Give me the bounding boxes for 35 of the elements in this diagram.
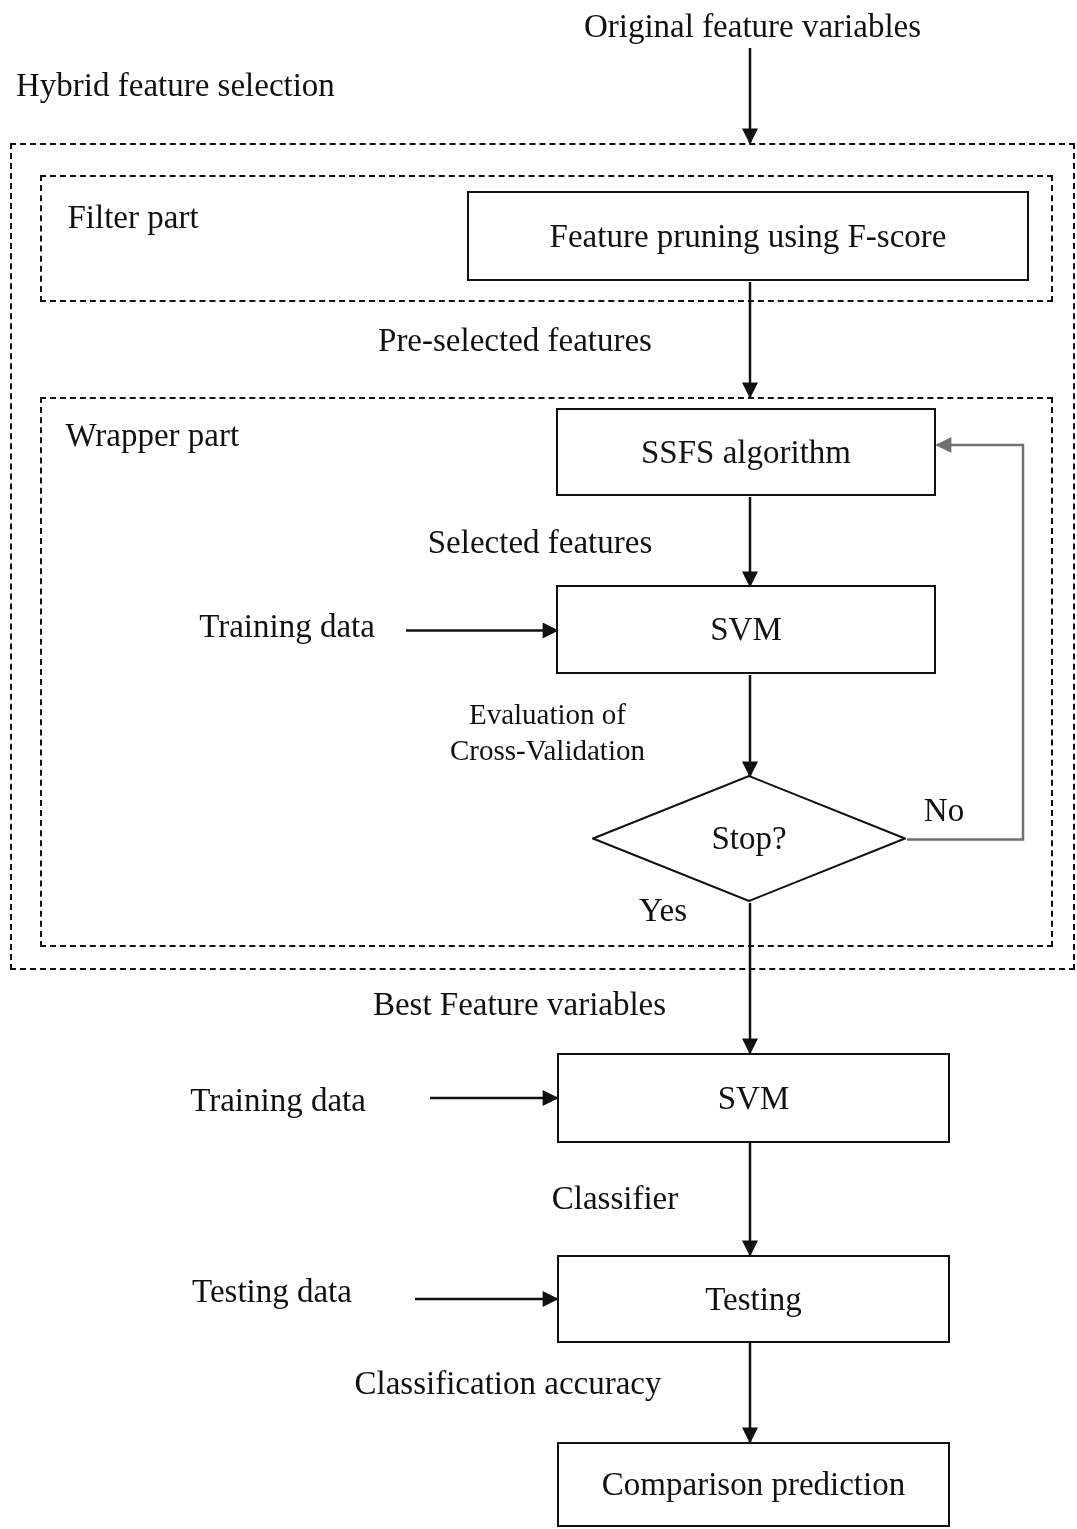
- arrow: [742, 675, 758, 778]
- decision-text: Stop?: [711, 820, 787, 857]
- arrow: [406, 622, 559, 639]
- edge-label: Evaluation of Cross-Validation: [449, 697, 646, 768]
- arrow: [430, 1090, 559, 1106]
- edge-label: No: [922, 792, 966, 829]
- dashed-group-box: [39, 396, 1053, 947]
- arrow: [742, 282, 758, 399]
- group-heading: Wrapper part: [65, 416, 240, 454]
- edge-label: Yes: [638, 892, 688, 929]
- dashed-group-box: [39, 174, 1053, 302]
- input-label: Original feature variables: [545, 5, 960, 48]
- process-box: SVM: [557, 1053, 950, 1143]
- edge-label: Pre-selected features: [377, 322, 653, 359]
- input-label: Training data: [168, 1078, 388, 1122]
- group-heading: Hybrid feature selection: [16, 67, 335, 104]
- arrow: [742, 48, 758, 145]
- arrow: [907, 437, 1025, 841]
- arrow: [415, 1291, 559, 1307]
- process-box: Feature pruning using F-score: [467, 191, 1029, 281]
- input-label: Testing data: [172, 1270, 372, 1312]
- input-label: Training data: [177, 604, 397, 649]
- edge-label: Classification accuracy: [353, 1365, 663, 1402]
- edge-label: Selected features: [426, 524, 654, 561]
- arrow: [742, 903, 758, 1055]
- group-heading: Filter part: [67, 198, 199, 236]
- arrow: [742, 1143, 758, 1257]
- arrow: [742, 1343, 758, 1444]
- process-box: SVM: [556, 585, 936, 674]
- flow-label: Best Feature variables: [371, 986, 668, 1023]
- process-box: Testing: [557, 1255, 950, 1343]
- edge-label: Classifier: [550, 1180, 680, 1217]
- process-box: SSFS algorithm: [556, 408, 936, 496]
- process-box: Comparison prediction: [557, 1442, 950, 1527]
- arrow: [742, 497, 758, 588]
